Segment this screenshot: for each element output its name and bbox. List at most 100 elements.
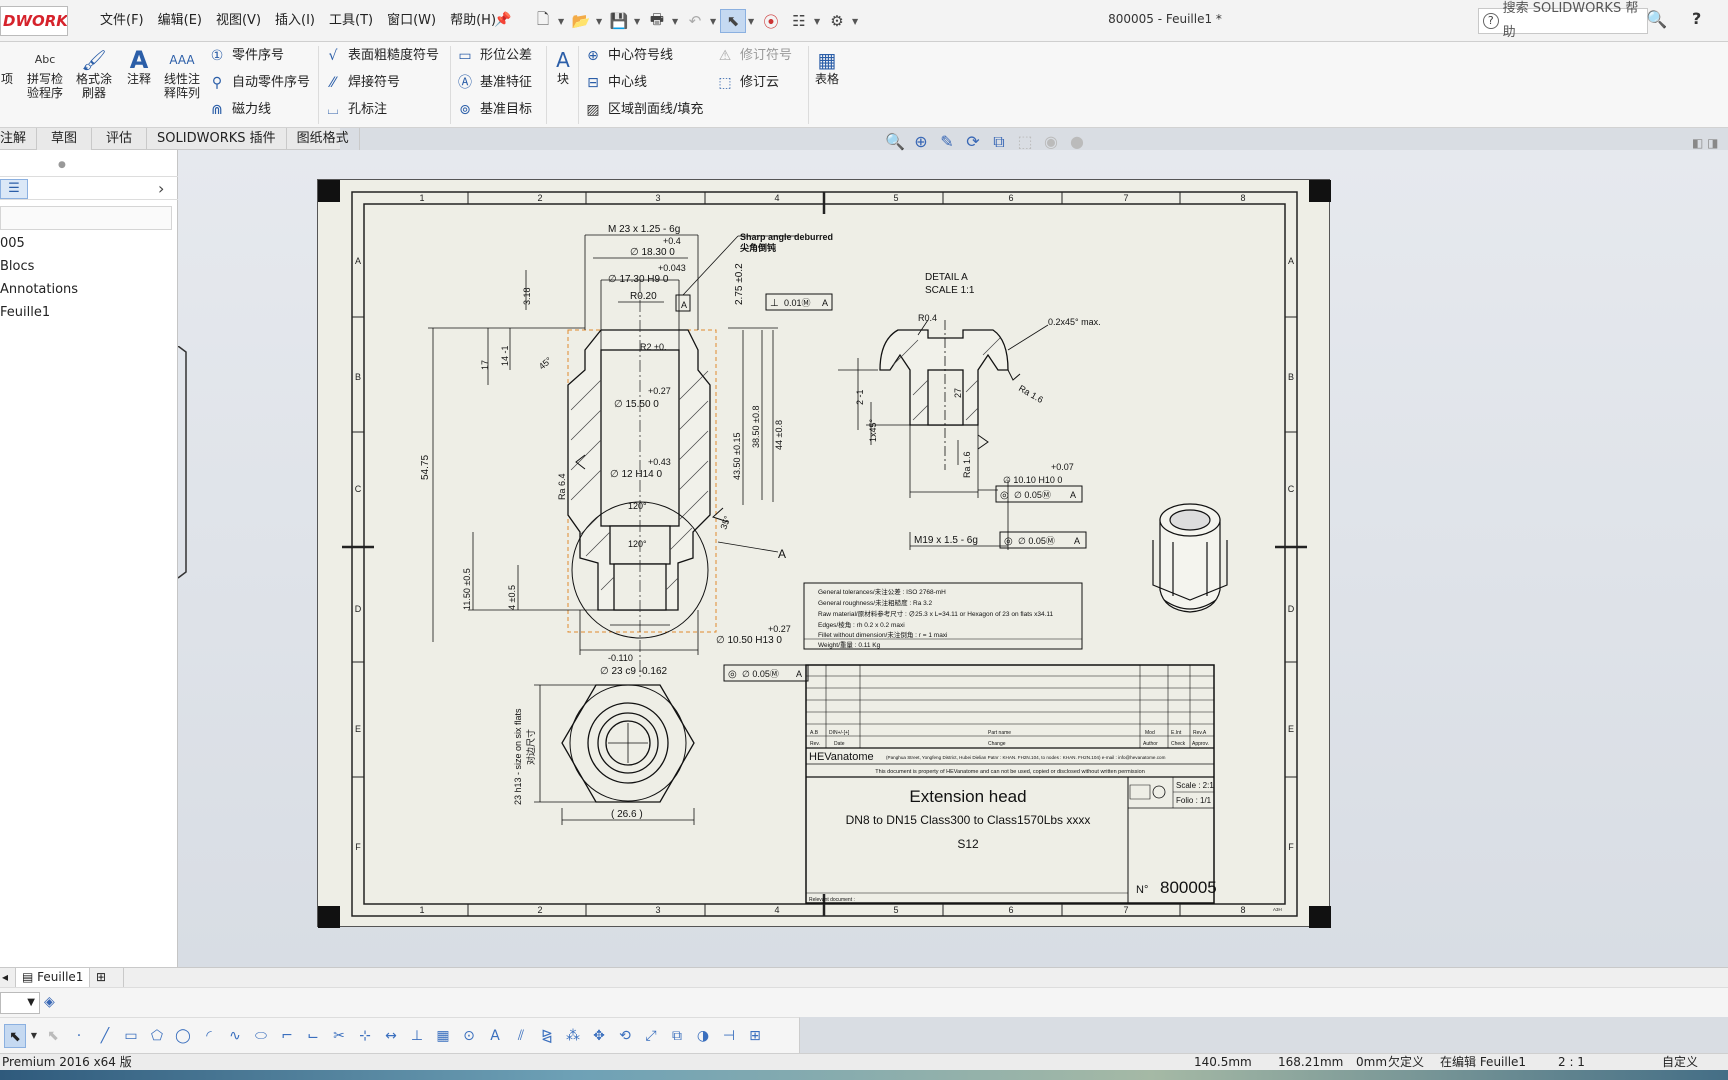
chevron-down-icon[interactable]: ▼ [852,16,859,26]
chevron-down-icon[interactable]: ▼ [748,16,755,26]
sheet-tab-feuille1[interactable]: ▤ Feuille1 [16,968,91,988]
previous-view-icon[interactable]: ✎ [940,132,954,151]
menu-file[interactable]: 文件(F) [100,13,144,28]
layer-properties-icon[interactable]: ◈ [44,994,55,1010]
polygon-icon[interactable]: ⬠ [150,1027,164,1044]
chevron-down-icon[interactable]: ▼ [672,16,679,26]
tree-item-blocs[interactable]: Blocs [0,259,35,274]
panel-grip-icon[interactable]: ● [58,160,66,170]
fillet-icon[interactable]: ⌐ [281,1027,293,1044]
format-painter-button[interactable]: 🖌 格式涂 刷器 [70,48,118,100]
note-button[interactable]: A 注释 [122,48,156,86]
save-icon[interactable]: 💾 [609,12,629,30]
pin-icon[interactable]: 📌 [494,12,512,28]
auto-balloon-button[interactable]: ⚲自动零件序号 [208,72,310,94]
point-icon[interactable]: · [76,1027,82,1044]
chevron-down-icon[interactable]: ▼ [30,1030,38,1040]
new-icon[interactable]: 🗋 [536,9,550,28]
table-button[interactable]: ▦ 表格 [812,48,842,86]
relation-icon[interactable]: ⊥ [410,1027,424,1044]
view-orientation-icon[interactable]: ⬚ [1017,132,1033,151]
scale-icon[interactable]: ⤢ [645,1027,657,1044]
feature-tree-icon[interactable]: ☰ [0,179,28,199]
tab-sketch[interactable]: 草图 [37,128,93,150]
units-custom[interactable]: 自定义 [1662,1055,1699,1069]
chevron-down-icon[interactable]: ▼ [634,16,641,26]
tree-item-annotations[interactable]: Annotations [0,282,79,297]
sheet-nav-icon[interactable]: ◂ [0,968,16,988]
arc-icon[interactable]: ◜ [206,1027,212,1044]
rectangle-icon[interactable]: ▭ [124,1027,138,1044]
rotate-icon[interactable]: ⟲ [619,1027,631,1044]
chevron-down-icon[interactable]: ▼ [558,16,565,26]
sheet-scale[interactable]: 2 : 1 [1558,1055,1585,1069]
layer-dropdown[interactable]: ▼ [0,992,40,1014]
menu-help[interactable]: 帮助(H) [450,13,497,28]
menu-window[interactable]: 窗口(W) [387,13,437,28]
ribbon-item-cut[interactable]: 项 [0,72,14,86]
chevron-down-icon[interactable]: ▼ [710,16,717,26]
offset-icon[interactable]: ⫽ [517,1027,525,1044]
hole-callout-button[interactable]: ⌴孔标注 [324,99,387,121]
search-icon[interactable]: 🔍 [1646,10,1668,30]
tab-sheet-format[interactable]: 图纸格式 [287,128,360,150]
mirror-icon[interactable]: ⧎ [541,1027,553,1044]
move-icon[interactable]: ✥ [593,1027,605,1044]
chevron-down-icon[interactable]: ▼ [596,16,603,26]
select-arrow-icon[interactable]: ⬉ [4,1023,26,1048]
text-tool-icon[interactable]: A [490,1027,500,1044]
linear-note-pattern-button[interactable]: AAA 线性注 释阵列 [158,48,206,100]
zoom-sketch-icon[interactable]: ⊙ [463,1027,475,1044]
circle-icon[interactable]: ◯ [175,1027,191,1044]
tree-item-feuille1[interactable]: Feuille1 [0,305,51,320]
ellipse-icon[interactable]: ⬭ [255,1027,267,1044]
revision-symbol-button[interactable]: ⚠修订符号 [716,45,792,67]
appearance-icon[interactable]: ● [1070,132,1084,151]
rebuild-icon[interactable]: ⟳ [966,132,980,151]
block-button[interactable]: A 块 [550,48,576,86]
tree-filter-input[interactable] [0,206,172,230]
gear-icon[interactable]: ⚙ [830,12,844,30]
pattern-icon[interactable]: ⁂ [566,1027,580,1044]
menu-edit[interactable]: 编辑(E) [157,13,202,28]
gtol-button[interactable]: ▭形位公差 [456,45,532,67]
trim-icon[interactable]: ✂ [333,1027,345,1044]
grid-icon[interactable]: ⊞ [749,1027,761,1044]
tab-annotation[interactable]: 注解 [0,128,38,150]
zoom-area-icon[interactable]: ⊕ [914,132,928,151]
solidworks-logo[interactable]: DWORKS [0,6,68,36]
tree-root[interactable]: 005 [0,236,25,251]
open-icon[interactable]: 📂 [571,12,591,30]
menu-insert[interactable]: 插入(I) [275,13,316,28]
smart-select-icon[interactable]: ⬉ [47,1027,59,1044]
menu-tools[interactable]: 工具(T) [329,13,374,28]
area-hatch-button[interactable]: ▨区域剖面线/填充 [584,99,703,121]
chevron-down-icon[interactable]: ▼ [814,16,821,26]
line-icon[interactable]: ╱ [100,1027,110,1044]
print-icon[interactable]: 🖶 [649,9,665,28]
chamfer-icon[interactable]: ⌙ [307,1027,319,1044]
copy-icon[interactable]: ⧉ [672,1027,682,1044]
datum-target-button[interactable]: ⊚基准目标 [456,99,532,121]
spline-icon[interactable]: ∿ [229,1027,241,1044]
spellcheck-button[interactable]: Abc 拼写检 验程序 [20,48,70,100]
align-icon[interactable]: ⊣ [722,1027,736,1044]
chevron-right-icon[interactable]: › [158,179,165,198]
undo-icon[interactable]: ↶ [688,12,702,30]
display-style-icon[interactable]: ◉ [1044,132,1058,151]
add-sheet-icon[interactable]: ⊞ [90,968,124,988]
construction-icon[interactable]: ⊹ [359,1027,371,1044]
tab-evaluate[interactable]: 评估 [92,128,148,150]
traffic-light-icon[interactable]: ⦿ [763,12,779,31]
menu-view[interactable]: 视图(V) [215,13,262,28]
display-icon[interactable]: ◑ [696,1027,710,1044]
task-pane-toggle-icon[interactable]: ◧ ◨ [1692,136,1719,150]
weld-symbol-button[interactable]: ⁄⁄焊接符号 [324,72,400,94]
options-list-icon[interactable]: ☷ [792,12,806,30]
tab-addins[interactable]: SOLIDWORKS 插件 [147,128,287,150]
help-search-box[interactable]: ? 搜索 SOLIDWORKS 帮助 [1478,1,1648,40]
magnetic-line-button[interactable]: ⋒磁力线 [208,99,271,121]
section-view-icon[interactable]: ⧉ [993,132,1005,151]
